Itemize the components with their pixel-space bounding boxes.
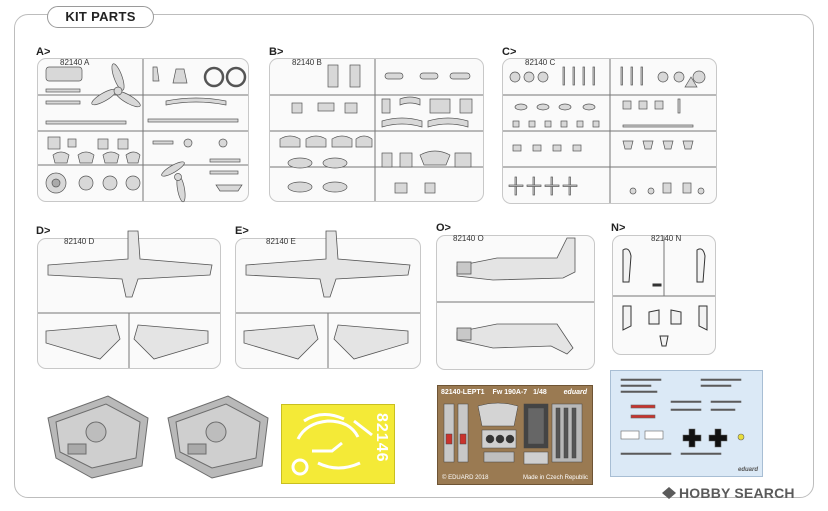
sprue-d-parts <box>38 230 220 368</box>
sprue-d-letter: D> <box>36 225 51 237</box>
sprue-c-code: 82140 C <box>525 58 556 67</box>
sprue-o: 82140 O <box>436 234 595 370</box>
decal-sheet: eduard <box>610 370 763 477</box>
sprue-d-code: 82140 D <box>64 237 95 246</box>
sprue-e: 82140 E <box>235 230 421 369</box>
watermark: HOBBY SEARCH <box>662 485 795 501</box>
sprue-e-parts <box>236 230 420 368</box>
sprue-c-parts <box>503 59 716 203</box>
sprue-c-letter: C> <box>502 46 517 58</box>
pe-aircraft: Fw 190A-7 <box>492 389 528 396</box>
sprue-n-parts <box>613 236 715 347</box>
sprue-a-letter: A> <box>36 46 51 58</box>
sprue-a-code: 82140 A <box>60 58 90 67</box>
mask-shapes <box>291 413 373 476</box>
sprue-n: 82140 N <box>612 234 716 355</box>
pe-origin: Made in Czech Republic <box>522 475 588 481</box>
photoetch-fret: 82140-LEPT1 Fw 190A-7 1/48 eduard © EDUA… <box>437 385 593 485</box>
sprue-n-letter: N> <box>611 222 626 234</box>
sprue-b-code: 82140 B <box>292 58 322 67</box>
section-title: KIT PARTS <box>47 6 154 28</box>
sprue-o-parts <box>437 237 594 355</box>
watermark-text: HOBBY SEARCH <box>679 485 795 501</box>
sprue-b-parts <box>270 59 483 201</box>
sprue-a-parts <box>38 59 248 203</box>
decal-markings <box>620 378 745 455</box>
sprue-d: 82140 D <box>37 230 221 369</box>
pe-header: 82140-LEPT1 Fw 190A-7 1/48 eduard <box>441 389 589 399</box>
pe-copyright: © EDUARD 2018 <box>442 475 489 481</box>
pe-code: 82140-LEPT1 <box>441 389 485 396</box>
sprue-c: 82140 C <box>502 58 717 204</box>
sprue-a: 82140 A <box>37 58 249 203</box>
pe-parts <box>443 402 583 465</box>
sprue-b: 82140 B <box>269 58 484 202</box>
pe-scale: 1/48 <box>533 389 547 396</box>
mask-code: 82146 <box>373 413 390 463</box>
sprue-o-code: 82140 O <box>453 234 484 243</box>
resin-cockpit-parts <box>47 395 269 479</box>
sprue-e-letter: E> <box>235 225 249 237</box>
sprue-e-code: 82140 E <box>266 237 296 246</box>
pe-brand: eduard <box>563 389 587 396</box>
hobbysearch-logo-icon <box>662 487 676 499</box>
sprue-b-letter: B> <box>269 46 284 58</box>
kit-parts-frame <box>14 14 814 498</box>
decal-brand: eduard <box>737 467 758 473</box>
mask-sheet: 82146 <box>281 404 395 484</box>
sprue-n-code: 82140 N <box>651 234 682 243</box>
sprue-o-letter: O> <box>436 222 451 234</box>
